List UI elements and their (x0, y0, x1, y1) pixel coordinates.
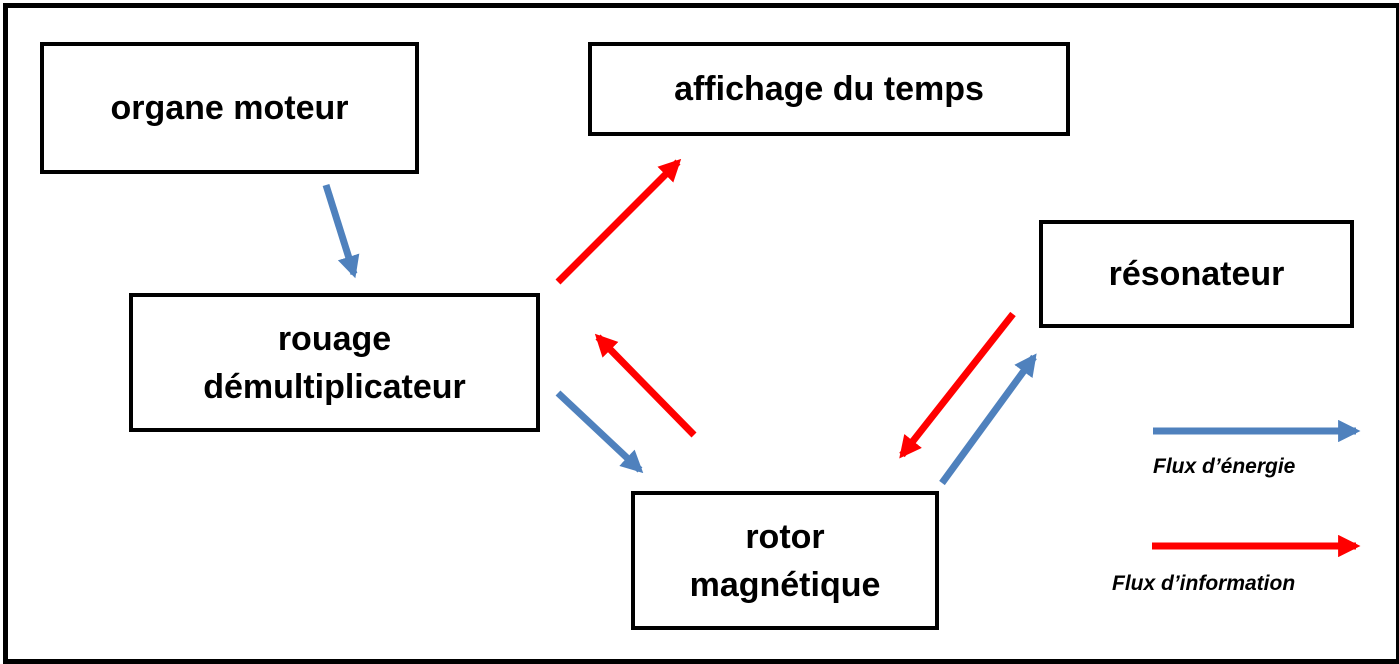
info-arrow-resonateur-to-rotor (899, 311, 1016, 459)
energy-arrow-rotor-to-resonateur (939, 353, 1037, 486)
node-resonateur-label: résonateur (1108, 255, 1285, 293)
info-arrow-rotor-to-rouage (594, 333, 697, 438)
node-rotor-label-line2: magnétique (689, 565, 881, 604)
info-arrow-rouage-to-affichage (555, 158, 682, 285)
node-rotor-magnetique: rotor magnétique (631, 491, 939, 630)
node-organe-moteur: organe moteur (40, 42, 419, 174)
legend-information-label: Flux d’information (1112, 572, 1296, 595)
legend-energy-label: Flux d’énergie (1153, 455, 1296, 478)
node-rouage-demultiplicateur: rouage démultiplicateur (129, 293, 540, 432)
node-organe-moteur-label: organe moteur (110, 89, 349, 127)
node-affichage-du-temps: affichage du temps (588, 42, 1070, 136)
node-affichage-label: affichage du temps (674, 70, 984, 108)
node-rouage-label-line1: rouage (277, 319, 392, 358)
node-resonateur: résonateur (1039, 220, 1354, 328)
energy-arrow-moteur-to-rouage (322, 183, 360, 279)
energy-arrow-rouage-to-rotor (555, 390, 644, 474)
node-rotor-label-line1: rotor (745, 517, 825, 556)
node-rouage-label-line2: démultiplicateur (203, 367, 466, 406)
